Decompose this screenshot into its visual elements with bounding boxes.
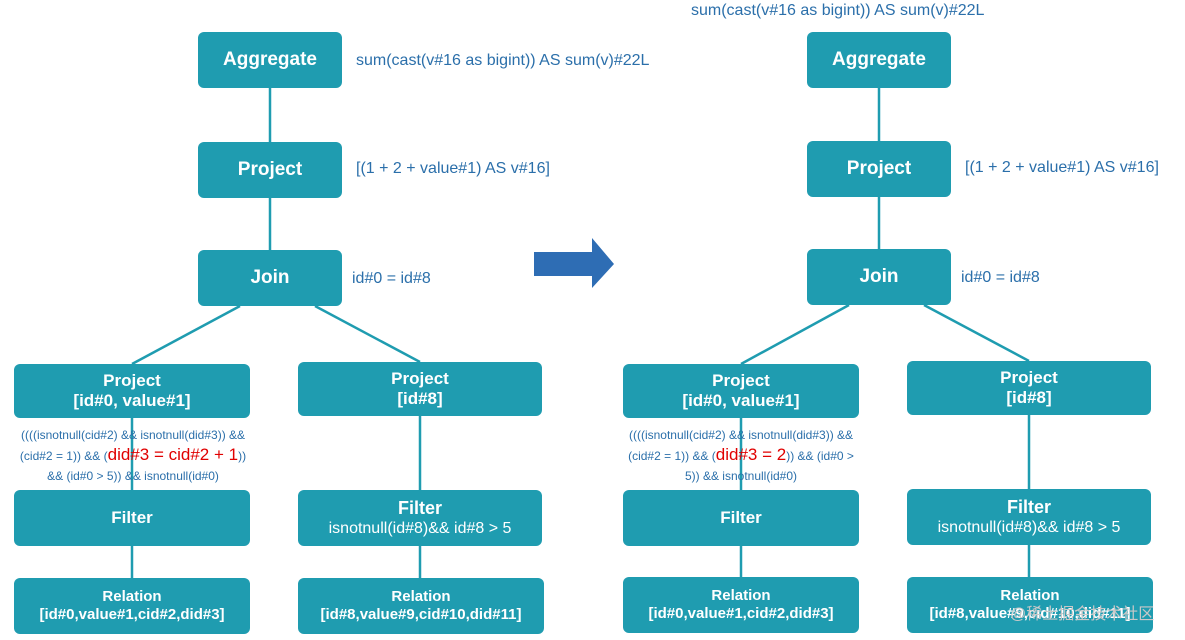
left-condition-line1: ((((isnotnull(cid#2) && isnotnull(did#3)… [20, 428, 246, 442]
left-project-left-title: Project [103, 370, 161, 390]
left-relation-right-columns: [id#8,value#9,cid#10,did#11] [320, 606, 522, 623]
right-filter-left-node: Filter [623, 490, 859, 546]
right-filter-right-predicate: isnotnull(id#8)&& id#8 > 5 [937, 519, 1121, 537]
left-filter-condition: ((((isnotnull(cid#2) && isnotnull(did#3)… [2, 425, 264, 486]
edge-left-join-project-right [314, 304, 421, 364]
left-project-top-annotation: [(1 + 2 + value#1) AS v#16] [356, 160, 550, 177]
right-condition-part3: )) && (id#0 > [786, 449, 854, 463]
right-filter-condition: ((((isnotnull(cid#2) && isnotnull(did#3)… [610, 425, 872, 486]
right-project-top-label: Project [846, 157, 912, 179]
left-join-node: Join [198, 250, 342, 306]
left-project-right-title: Project [391, 368, 449, 388]
left-join-annotation: id#0 = id#8 [352, 270, 431, 287]
right-project-top-annotation: [(1 + 2 + value#1) AS v#16] [965, 159, 1159, 176]
right-project-right-columns: [id#8] [1006, 388, 1052, 407]
right-aggregate-node: Aggregate [807, 32, 951, 88]
right-relation-left-columns: [id#0,value#1,cid#2,did#3] [648, 605, 834, 622]
right-filter-right-node: Filter isnotnull(id#8)&& id#8 > 5 [907, 489, 1151, 545]
right-join-node: Join [807, 249, 951, 305]
right-relation-right-node: Relation [id#8,value#9,cid#10,did#11] [907, 577, 1153, 633]
left-relation-right-node: Relation [id#8,value#9,cid#10,did#11] [298, 578, 544, 634]
right-project-left-columns: [id#0, value#1] [682, 391, 800, 410]
right-relation-right-columns: [id#8,value#9,cid#10,did#11] [929, 605, 1131, 622]
edge-right-join-project-left [740, 303, 850, 366]
right-condition-line2: (cid#2 = 1)) && (did#3 = 2)) && (id#0 > [610, 445, 872, 466]
right-project-left-title: Project [712, 370, 770, 390]
left-condition-part2: (cid#2 = 1)) && ( [19, 449, 108, 463]
right-aggregate-annotation: sum(cast(v#16 as bigint)) AS sum(v)#22L [691, 2, 985, 19]
left-project-right-node: Project [id#8] [298, 362, 542, 416]
right-project-right-title: Project [1000, 367, 1058, 387]
left-project-left-node: Project [id#0, value#1] [14, 364, 250, 418]
right-condition-line3: 5)) && isnotnull(id#0) [684, 469, 798, 483]
edge-right-join-project-right [923, 303, 1030, 363]
right-project-top-node: Project [807, 141, 951, 197]
watermark: @稀土掘金技术社区 [1010, 606, 1155, 623]
right-condition-line1: ((((isnotnull(cid#2) && isnotnull(did#3)… [628, 428, 854, 442]
left-relation-left-title: Relation [102, 588, 162, 605]
right-project-right-node: Project [id#8] [907, 361, 1151, 415]
left-aggregate-node: Aggregate [198, 32, 342, 88]
left-project-left-columns: [id#0, value#1] [73, 391, 191, 410]
left-filter-left-node: Filter [14, 490, 250, 546]
left-filter-right-predicate: isnotnull(id#8)&& id#8 > 5 [328, 520, 512, 538]
transform-arrow [534, 238, 614, 288]
right-join-annotation: id#0 = id#8 [961, 269, 1040, 286]
right-filter-left-label: Filter [720, 507, 762, 527]
left-relation-left-columns: [id#0,value#1,cid#2,did#3] [39, 606, 225, 623]
right-relation-left-node: Relation [id#0,value#1,cid#2,did#3] [623, 577, 859, 633]
left-condition-part3: )) [238, 449, 247, 463]
right-relation-left-title: Relation [711, 587, 771, 604]
right-condition-part2: (cid#2 = 1)) && ( [628, 449, 716, 463]
left-project-top-node: Project [198, 142, 342, 198]
right-relation-right-title: Relation [1000, 587, 1060, 604]
left-relation-left-node: Relation [id#0,value#1,cid#2,did#3] [14, 578, 250, 634]
left-filter-right-node: Filter isnotnull(id#8)&& id#8 > 5 [298, 490, 542, 546]
left-filter-right-title: Filter [397, 497, 442, 518]
right-condition-highlight: did#3 = 2 [715, 445, 787, 464]
right-join-label: Join [859, 265, 899, 287]
left-aggregate-label: Aggregate [223, 48, 317, 70]
left-condition-line3: && (id#0 > 5)) && isnotnull(id#0) [47, 469, 219, 483]
left-condition-line2: (cid#2 = 1)) && (did#3 = cid#2 + 1)) [2, 445, 264, 466]
right-project-left-node: Project [id#0, value#1] [623, 364, 859, 418]
left-project-top-label: Project [237, 158, 303, 180]
left-relation-right-title: Relation [391, 588, 451, 605]
left-join-label: Join [250, 266, 290, 288]
right-aggregate-label: Aggregate [832, 48, 926, 70]
left-filter-left-label: Filter [111, 507, 153, 527]
left-aggregate-annotation: sum(cast(v#16 as bigint)) AS sum(v)#22L [356, 52, 650, 69]
left-condition-highlight: did#3 = cid#2 + 1 [107, 445, 239, 464]
edge-left-join-project-left [131, 304, 241, 366]
right-filter-right-title: Filter [1006, 496, 1051, 517]
left-project-right-columns: [id#8] [397, 389, 443, 408]
